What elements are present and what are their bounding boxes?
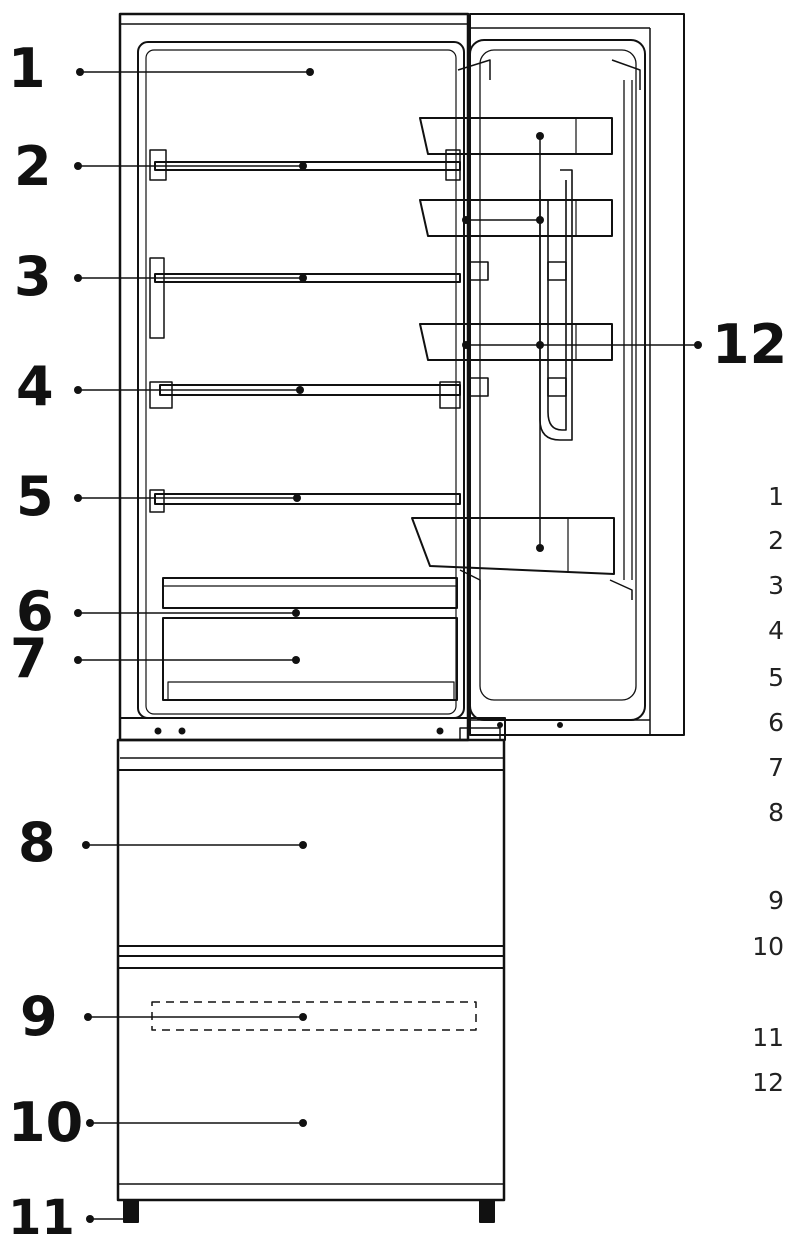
legend-7: 7: [768, 753, 784, 782]
fridge-door: [457, 13, 685, 736]
fridge-cabinet: [118, 12, 506, 742]
door-bin-1: [419, 117, 613, 155]
legend-10: 10: [752, 932, 784, 961]
legend-5: 5: [768, 663, 784, 692]
callout-6: 6: [16, 580, 54, 643]
legend-8: 8: [768, 798, 784, 827]
shelf-5: [154, 493, 461, 505]
legend-4: 4: [768, 616, 784, 645]
legend-9: 9: [768, 886, 784, 915]
callout-5: 5: [16, 465, 54, 528]
legend-3: 3: [768, 571, 784, 600]
legend-11: 11: [752, 1023, 784, 1052]
door-rack-frame: [469, 169, 573, 441]
door-bin-4: [411, 517, 615, 575]
callout-2: 2: [14, 135, 52, 198]
leader-dots: [74, 68, 702, 1223]
callout-7: 7: [10, 627, 48, 690]
callout-4: 4: [16, 355, 54, 418]
shelf-supports: [149, 149, 461, 513]
callout-1: 1: [8, 37, 46, 100]
callout-11: 11: [8, 1190, 75, 1246]
callout-12: 12: [712, 313, 788, 376]
door-bin-3: [419, 323, 613, 361]
legend-1: 1: [768, 482, 784, 511]
leader-lines: [78, 71, 698, 1220]
door-bins: [411, 117, 615, 575]
legend-2: 2: [768, 526, 784, 555]
callout-3: 3: [14, 245, 52, 308]
drawer-7: [162, 617, 458, 701]
door-bin-2: [419, 199, 613, 237]
callout-8: 8: [18, 811, 56, 874]
callout-9: 9: [20, 985, 58, 1048]
drawer-6: [162, 577, 458, 609]
glass-shelves: [154, 161, 461, 505]
drawer-divider-dashed: [151, 1001, 477, 1031]
freezer-cabinet: [116, 738, 506, 1223]
callout-10: 10: [8, 1091, 84, 1154]
foot-left: [123, 1199, 139, 1223]
legend-12: 12: [752, 1068, 784, 1097]
foot-right: [479, 1199, 495, 1223]
crisper-drawers: [162, 577, 458, 701]
legend-6: 6: [768, 708, 784, 737]
